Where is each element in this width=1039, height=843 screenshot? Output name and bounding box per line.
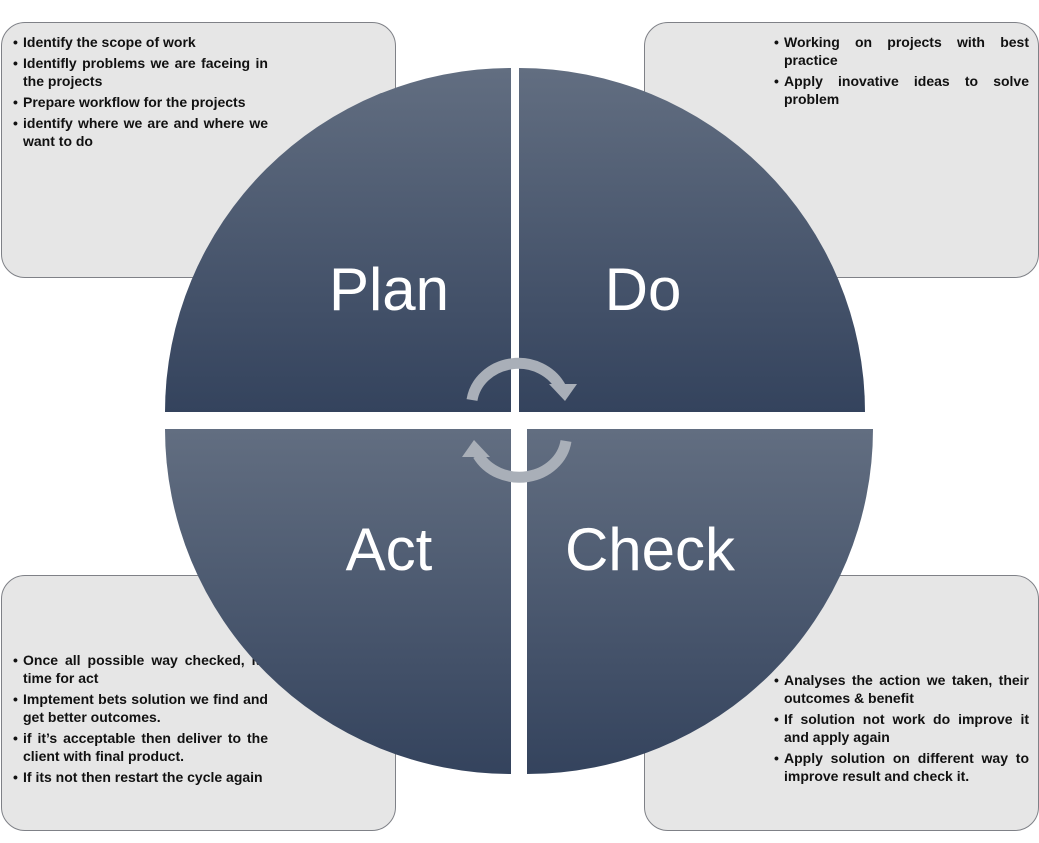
do-label: Do bbox=[605, 256, 682, 323]
cycle-arrow-top-icon bbox=[466, 357, 577, 402]
check-bullet-item: If solution not work do improve it and a… bbox=[774, 710, 1029, 746]
do-bullet-item: Working on projects with best practice bbox=[774, 33, 1029, 69]
plan-bullet-item: Prepare workflow for the projects bbox=[13, 93, 268, 111]
do-bullet-list: Working on projects with best practice A… bbox=[774, 33, 1029, 111]
act-bullet-item: if it’s acceptable then deliver to the c… bbox=[13, 729, 268, 765]
do-bullet-item: Apply inovative ideas to solve problem bbox=[774, 72, 1029, 108]
cycle-arrow-bottom-icon bbox=[462, 439, 572, 483]
check-label: Check bbox=[565, 516, 736, 583]
check-bullet-item: Apply solution on different way to impro… bbox=[774, 749, 1029, 785]
do-quadrant bbox=[519, 68, 865, 412]
check-bullet-item: Analyses the action we taken, their outc… bbox=[774, 671, 1029, 707]
act-bullet-item: Once all possible way checked, its time … bbox=[13, 651, 268, 687]
plan-bullet-item: identify where we are and where we want … bbox=[13, 114, 268, 150]
plan-quadrant bbox=[165, 68, 511, 412]
act-bullet-item: If its not then restart the cycle again bbox=[13, 768, 268, 786]
plan-bullet-list: Identify the scope of work Identifly pro… bbox=[13, 33, 268, 153]
plan-bullet-item: Identify the scope of work bbox=[13, 33, 268, 51]
plan-bullet-item: Identifly problems we are faceing in the… bbox=[13, 54, 268, 90]
act-label: Act bbox=[346, 516, 433, 583]
check-bullet-list: Analyses the action we taken, their outc… bbox=[774, 671, 1029, 788]
act-bullet-item: Imptement bets solution we find and get … bbox=[13, 690, 268, 726]
act-bullet-list: Once all possible way checked, its time … bbox=[13, 651, 268, 789]
check-quadrant bbox=[527, 429, 873, 774]
plan-label: Plan bbox=[329, 256, 449, 323]
act-quadrant bbox=[165, 429, 511, 774]
